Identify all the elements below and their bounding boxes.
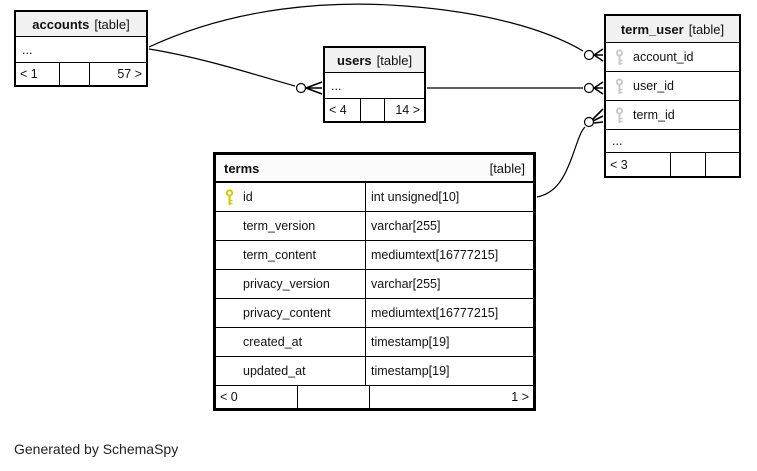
column-type: timestamp[19] [365,328,533,356]
table-users-header[interactable]: users [table] [325,48,424,73]
column-name: id [243,190,253,204]
column-row-term-content[interactable]: term_content mediumtext[16777215] [216,241,533,270]
edge-users-term_user-user_id [427,81,604,95]
foreign-key-icon [614,48,625,66]
column-type: int unsigned[10] [365,183,533,211]
column-name: term_id [633,108,675,122]
table-term-user[interactable]: term_user [table] account_id user_id [604,14,741,178]
table-degree-row: < 4 14 > [325,99,424,121]
table-terms-header[interactable]: terms [table] [216,155,533,183]
table-tag: [table] [94,16,130,32]
edge-terms-term_user-term_id [536,108,604,198]
column-row-id[interactable]: id int unsigned[10] [216,183,533,212]
table-terms[interactable]: terms [table] id int unsigned[10] term_v… [213,152,536,411]
column-name: updated_at [243,364,306,378]
table-degree-row: < 1 57 > [16,63,146,85]
edge-accounts-users [148,48,323,95]
table-tag: [table] [376,52,413,68]
outgoing-degree: 14 > [395,103,420,117]
incoming-degree: < 0 [216,386,298,408]
column-row-account-id[interactable]: account_id [606,43,739,72]
table-title: terms [224,160,260,176]
incoming-degree: < 4 [325,99,361,121]
column-row-user-id[interactable]: user_id [606,72,739,101]
column-row-privacy-content[interactable]: privacy_content mediumtext[16777215] [216,299,533,328]
degree-spacer [60,63,90,85]
table-degree-row: < 3 [606,153,739,176]
outgoing-degree: 57 > [117,67,142,81]
column-type: timestamp[19] [365,357,533,385]
column-row-term-id[interactable]: term_id [606,101,739,130]
degree-spacer [298,386,370,408]
column-name: term_content [243,248,316,262]
degree-spacer [361,99,385,121]
column-row-created-at[interactable]: created_at timestamp[19] [216,328,533,357]
column-name: privacy_content [243,306,331,320]
incoming-degree: < 3 [606,153,671,176]
foreign-key-icon [614,106,625,124]
outgoing-degree: 1 > [511,390,529,404]
incoming-degree: < 1 [16,63,60,85]
column-type: varchar[255] [365,270,533,298]
table-title: term_user [620,21,684,37]
collapsed-columns-indicator: ... [325,73,424,99]
edge-accounts-term_user-account_id [148,3,604,62]
column-row-updated-at[interactable]: updated_at timestamp[19] [216,357,533,386]
collapsed-columns-indicator: ... [16,37,146,63]
column-name: term_version [243,219,316,233]
column-row-term-version[interactable]: term_version varchar[255] [216,212,533,241]
column-name: privacy_version [243,277,330,291]
column-name: account_id [633,50,694,64]
table-term-user-header[interactable]: term_user [table] [606,16,739,43]
column-name: user_id [633,79,674,93]
table-degree-row: < 0 1 > [216,386,533,408]
degree-spacer [671,153,706,176]
table-users[interactable]: users [table] ... < 4 14 > [323,46,426,123]
primary-key-icon [224,188,235,206]
column-type: varchar[255] [365,212,533,240]
generator-note: Generated by SchemaSpy [14,441,179,457]
table-accounts[interactable]: accounts [table] ... < 1 57 > [14,10,148,87]
table-title: accounts [32,16,90,32]
table-tag: [table] [688,21,725,37]
foreign-key-icon [614,77,625,95]
table-accounts-header[interactable]: accounts [table] [16,12,146,37]
column-row-privacy-version[interactable]: privacy_version varchar[255] [216,270,533,299]
table-tag: [table] [489,160,525,176]
column-type: mediumtext[16777215] [365,299,533,327]
collapsed-columns-indicator: ... [606,130,739,153]
outgoing-degree [706,153,739,176]
table-title: users [336,52,372,68]
column-name: created_at [243,335,303,349]
column-type: mediumtext[16777215] [365,241,533,269]
